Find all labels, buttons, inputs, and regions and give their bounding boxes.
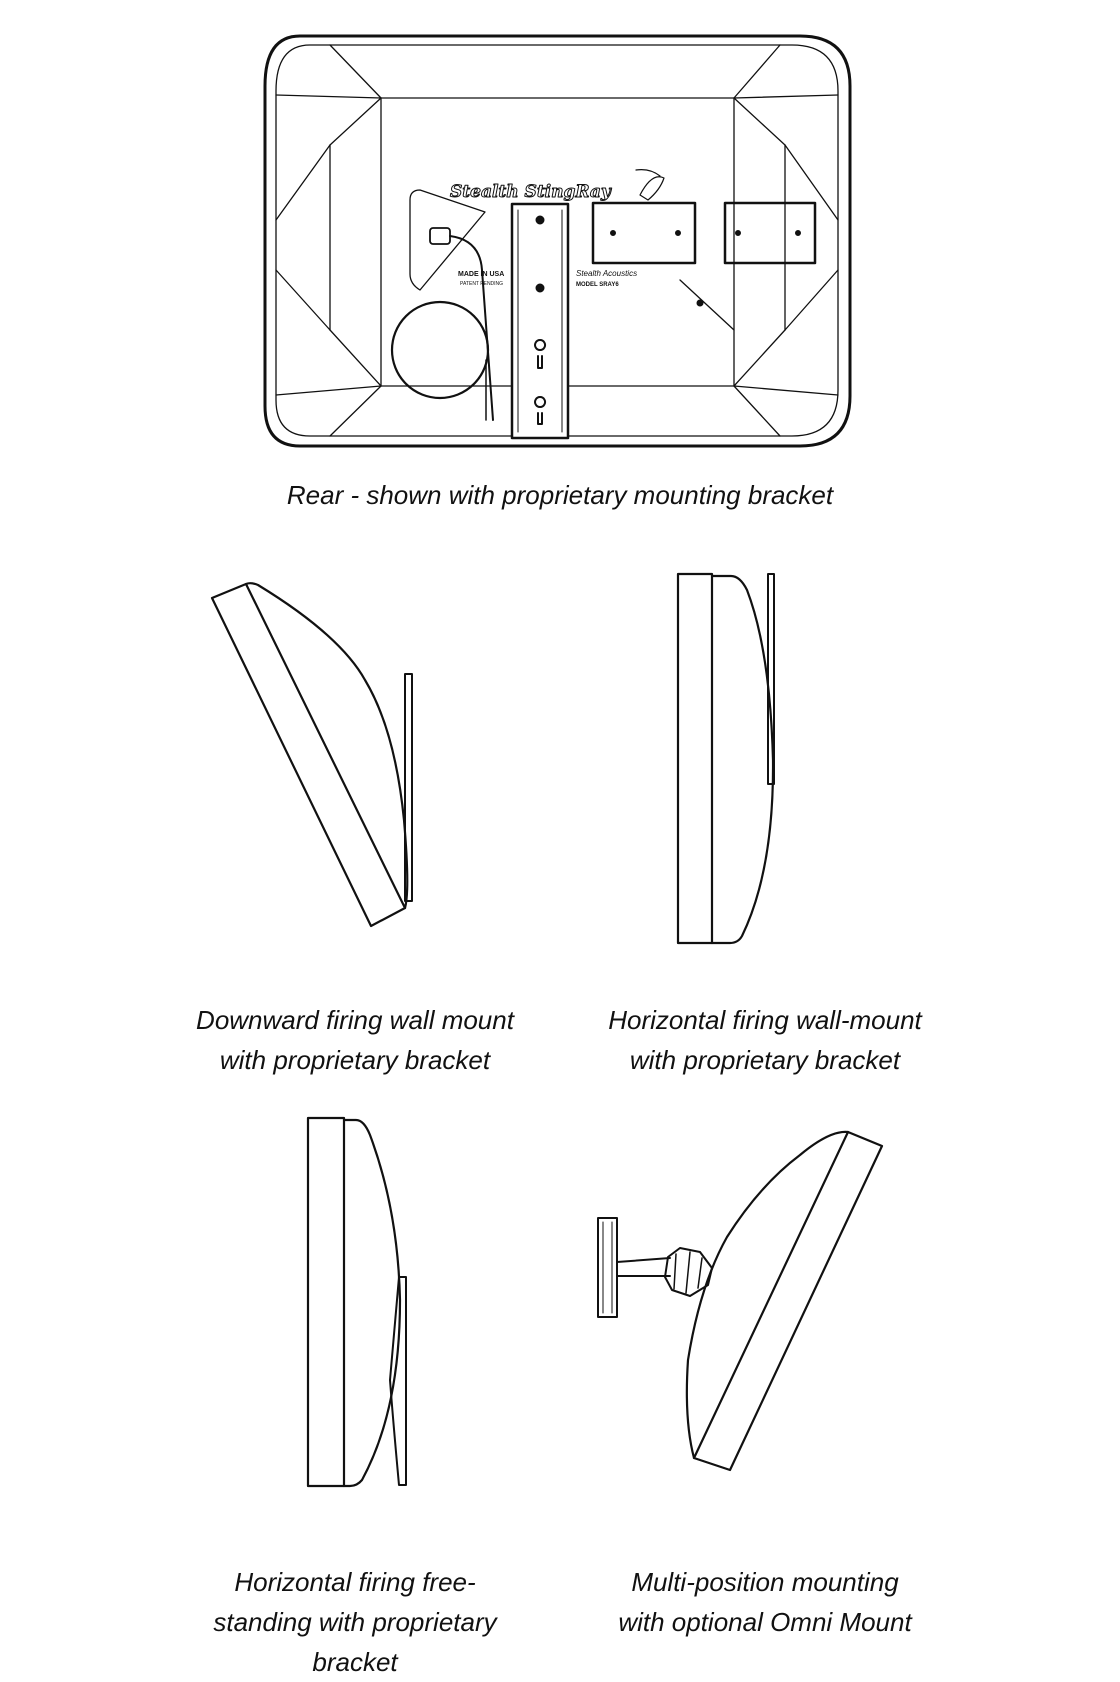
free-standing-speaker <box>308 1118 406 1486</box>
rear-labels: MADE IN USA PATENT PENDING Stealth Acous… <box>458 269 637 288</box>
rear-caption-text: Rear - shown with proprietary mounting b… <box>286 480 834 510</box>
downward-speaker-front <box>212 584 405 926</box>
downward-firing-speaker <box>212 583 412 926</box>
free-standing-caption-line1: Horizontal firing free- <box>234 1567 476 1597</box>
downward-wall-bracket <box>405 674 412 901</box>
horizontal-wall-caption-line2: with proprietary bracket <box>629 1045 901 1075</box>
logo-text: Stealth StingRay <box>450 182 612 202</box>
mounting-plate-right <box>725 203 815 263</box>
keyhole-slot-lower <box>535 397 545 424</box>
free-standing-speaker-body <box>344 1120 400 1486</box>
horizontal-wall-speaker-body <box>712 576 773 943</box>
downward-caption: Downward firing wall mount with propriet… <box>150 1000 560 1080</box>
rear-facet-lines <box>276 45 838 436</box>
downward-caption-line1: Downward firing wall mount <box>196 1005 514 1035</box>
downward-speaker-body <box>246 583 407 908</box>
terminal-connector <box>430 228 450 244</box>
omni-caption-line2: with optional Omni Mount <box>618 1607 912 1637</box>
keyhole-slot-upper <box>535 340 545 368</box>
rear-inner-frame <box>276 45 838 436</box>
rear-caption: Rear - shown with proprietary mounting b… <box>160 475 960 515</box>
horizontal-wall-caption-line1: Horizontal firing wall-mount <box>608 1005 922 1035</box>
omni-speaker-front <box>694 1132 882 1470</box>
omni-caption-line1: Multi-position mounting <box>631 1567 899 1597</box>
free-standing-speaker-front <box>308 1118 344 1486</box>
model-label: MODEL SRAY6 <box>576 282 619 288</box>
horizontal-wall-speaker <box>678 574 774 943</box>
omni-joint <box>665 1248 712 1296</box>
terminal-wire <box>450 236 493 420</box>
downward-caption-line2: with proprietary bracket <box>219 1045 491 1075</box>
made-in-usa-label: MADE IN USA <box>458 271 504 278</box>
terminal-triangle <box>410 190 485 290</box>
omni-arm <box>617 1258 670 1276</box>
horizontal-wall-speaker-front <box>678 574 712 943</box>
omni-mount-speaker <box>598 1132 882 1470</box>
horizontal-wall-caption: Horizontal firing wall-mount with propri… <box>560 1000 970 1080</box>
free-standing-stand <box>390 1277 406 1485</box>
stingray-logo: Stealth StingRay <box>450 170 664 203</box>
rear-mounting-plates <box>593 203 815 306</box>
omni-caption: Multi-position mounting with optional Om… <box>560 1562 970 1642</box>
free-standing-caption-line3: bracket <box>312 1647 398 1677</box>
coiled-cable <box>392 302 488 398</box>
free-standing-caption: Horizontal firing free- standing with pr… <box>150 1562 560 1682</box>
patent-label: PATENT PENDING <box>460 281 503 287</box>
omni-wall-plate <box>598 1218 617 1317</box>
bracket-body <box>512 204 568 438</box>
omni-speaker-body <box>687 1132 848 1458</box>
stingray-icon <box>636 170 664 200</box>
free-standing-caption-line2: standing with proprietary <box>213 1607 497 1637</box>
cable-terminal <box>392 190 493 420</box>
company-label: Stealth Acoustics <box>576 269 637 278</box>
rear-outer-frame <box>265 36 850 446</box>
mounting-plate-left <box>593 203 695 263</box>
rear-bracket <box>512 204 568 438</box>
horizontal-wall-bracket <box>768 574 774 784</box>
rear-view-speaker: Stealth StingRay MADE IN USA PATENT PEND… <box>265 36 850 446</box>
